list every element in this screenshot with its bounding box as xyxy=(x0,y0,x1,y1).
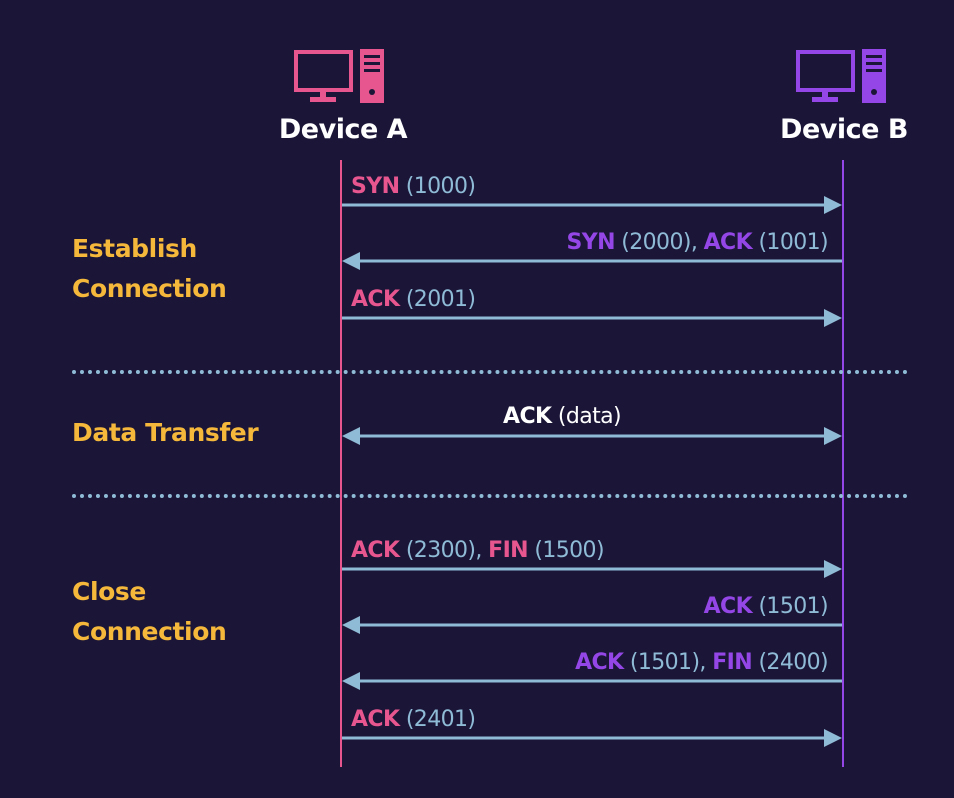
device-a-label: Device A xyxy=(278,114,408,145)
message-label-part: FIN xyxy=(712,650,753,675)
device-b-label: Device B xyxy=(780,114,908,145)
message-label-part: ACK xyxy=(703,230,753,255)
arrowhead-right xyxy=(824,309,842,327)
message-label: ACK (1501) xyxy=(703,594,829,619)
phase-transfer-label: Data Transfer xyxy=(72,413,259,453)
phase-close-line1: Close xyxy=(72,577,146,606)
message-label: ACK (1501), FIN (2400) xyxy=(575,650,829,675)
message-label-part: (data) xyxy=(551,404,622,429)
arrowhead-right xyxy=(824,729,842,747)
arrowhead-right xyxy=(824,560,842,578)
device-b-lifeline xyxy=(842,160,844,767)
message-label-part: ACK xyxy=(351,707,400,732)
message-label-part: FIN xyxy=(488,538,528,563)
message-label: SYN (1000) xyxy=(351,174,476,199)
message-label-part: (2001) xyxy=(399,287,476,312)
message-label-part: (2400) xyxy=(752,650,828,675)
arrowhead-right xyxy=(824,196,842,214)
message-label-part: ACK xyxy=(575,650,624,675)
phase-close-label: Close Connection xyxy=(72,572,227,652)
arrowhead-left xyxy=(342,616,360,634)
message-label: SYN (2000), ACK (1001) xyxy=(567,230,829,255)
message-arrow-a-to-b xyxy=(342,309,842,327)
phase-establish-line1: Establish xyxy=(72,234,197,263)
message-label-part: ACK xyxy=(503,404,552,429)
message-label-part: (2300), xyxy=(399,538,489,563)
message-arrow-b-to-a xyxy=(342,616,842,634)
message-label-part: SYN xyxy=(351,174,400,199)
phase-establish-line2: Connection xyxy=(72,274,227,303)
phase-separator xyxy=(72,370,908,374)
device-a-lifeline xyxy=(340,160,342,767)
phase-establish-label: Establish Connection xyxy=(72,229,227,309)
message-label-part: (1500) xyxy=(527,538,604,563)
device-b-computer-icon xyxy=(796,49,886,103)
message-label-part: ACK xyxy=(351,287,400,312)
message-label-part: (1501), xyxy=(623,650,713,675)
message-label-part: (1501) xyxy=(752,594,828,619)
message-arrow-both xyxy=(342,427,842,445)
message-label: ACK (2300), FIN (1500) xyxy=(351,538,605,563)
message-label: ACK (2401) xyxy=(351,707,476,732)
message-arrow-a-to-b xyxy=(342,560,842,578)
message-arrow-a-to-b xyxy=(342,196,842,214)
message-label: ACK (data) xyxy=(85,404,954,429)
message-label-part: (1000) xyxy=(399,174,476,199)
message-label-part: (1001) xyxy=(752,230,828,255)
device-a-computer-icon xyxy=(294,49,384,103)
message-label-part: ACK xyxy=(703,594,753,619)
arrowhead-left xyxy=(342,252,360,270)
message-label-part: ACK xyxy=(351,538,400,563)
arrowhead-left xyxy=(342,672,360,690)
message-arrow-b-to-a xyxy=(342,252,842,270)
phase-transfer-line1: Data Transfer xyxy=(72,418,259,447)
arrowhead-right xyxy=(824,427,842,445)
message-arrow-a-to-b xyxy=(342,729,842,747)
message-arrow-b-to-a xyxy=(342,672,842,690)
message-label: ACK (2001) xyxy=(351,287,476,312)
phase-separator xyxy=(72,494,908,498)
arrowhead-left xyxy=(342,427,360,445)
phase-close-line2: Connection xyxy=(72,617,227,646)
message-label-part: SYN xyxy=(566,230,616,255)
message-label-part: (2401) xyxy=(399,707,476,732)
message-label-part: (2000), xyxy=(614,230,704,255)
